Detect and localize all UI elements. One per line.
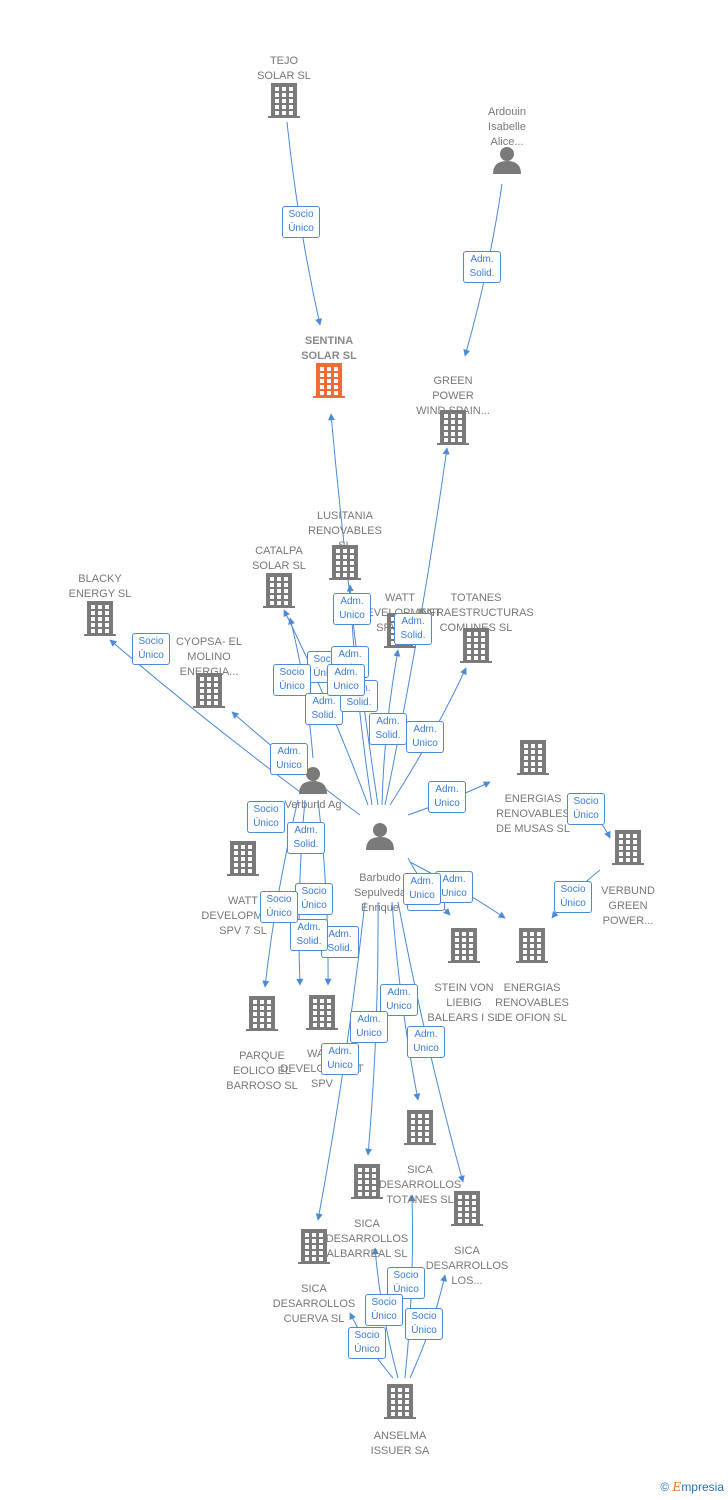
company-icon[interactable] bbox=[246, 996, 278, 1031]
node-label-totanes_inf[interactable]: TOTANES INFRAESTRUCTURAS COMUNES SL bbox=[418, 592, 534, 634]
focus-company-icon[interactable] bbox=[313, 363, 345, 398]
relation-label[interactable]: Socio Único bbox=[365, 1294, 403, 1326]
relation-label[interactable]: Adm. Solid. bbox=[369, 713, 407, 745]
company-icon[interactable] bbox=[193, 673, 225, 708]
node-label-lusitania[interactable]: LUSITANIA RENOVABLES SL bbox=[308, 510, 382, 552]
relation-label-extra[interactable]: Adm. Solid. bbox=[290, 919, 328, 951]
relation-label[interactable]: Socio Único bbox=[387, 1267, 425, 1299]
relation-label[interactable]: Socio Único bbox=[567, 793, 605, 825]
relation-label[interactable]: Socio Único bbox=[348, 1327, 386, 1359]
node-label-sentina[interactable]: SENTINA SOLAR SL bbox=[301, 335, 357, 362]
copyright-symbol: © bbox=[660, 1480, 670, 1494]
relation-label[interactable]: Socio Único bbox=[273, 664, 311, 696]
node-label-parque[interactable]: PARQUE EOLICO EL BARROSO SL bbox=[226, 1050, 298, 1092]
relation-label[interactable]: Adm. Unico bbox=[435, 871, 473, 903]
person-icon[interactable] bbox=[493, 147, 521, 174]
node-label-sica_cue[interactable]: SICA DESARROLLOS CUERVA SL bbox=[272, 1283, 356, 1325]
company-icon[interactable] bbox=[460, 628, 492, 663]
relation-label[interactable]: Adm. Unico bbox=[406, 721, 444, 753]
company-icon[interactable] bbox=[448, 928, 480, 963]
relation-label[interactable]: Adm. Unico bbox=[407, 1026, 445, 1058]
node-label-green[interactable]: GREEN POWER WIND SPAIN... bbox=[416, 375, 490, 417]
node-label-sica_tot[interactable]: SICA DESARROLLOS TOTANES SL bbox=[378, 1164, 462, 1206]
relation-label[interactable]: Adm. Unico bbox=[380, 984, 418, 1016]
node-label-musas[interactable]: ENERGIAS RENOVABLES DE MUSAS SL bbox=[496, 793, 570, 835]
company-icon[interactable] bbox=[351, 1164, 383, 1199]
person-icon[interactable] bbox=[366, 823, 394, 850]
node-label-ardouin[interactable]: Ardouin Isabelle Alice... bbox=[488, 106, 526, 148]
icons-layer bbox=[84, 83, 644, 1419]
node-label-verbund_ag[interactable]: Verbund Ag bbox=[284, 799, 342, 811]
company-icon[interactable] bbox=[516, 928, 548, 963]
node-label-sica_los[interactable]: SICA DESARROLLOS LOS... bbox=[425, 1245, 509, 1287]
company-icon[interactable] bbox=[84, 601, 116, 636]
node-label-blacky[interactable]: BLACKY ENERGY SL bbox=[68, 573, 132, 600]
relation-label[interactable]: Adm. Solid. bbox=[394, 613, 432, 645]
relation-label[interactable]: Socio Único bbox=[554, 881, 592, 913]
node-label-ofion[interactable]: ENERGIAS RENOVABLES DE OFION SL bbox=[495, 982, 569, 1024]
node-label-sica_alb[interactable]: SICA DESARROLLOS ALBARREAL SL bbox=[325, 1218, 409, 1260]
person-icon[interactable] bbox=[299, 767, 327, 794]
node-label-barbudo[interactable]: Barbudo Sepulveda Enrique bbox=[354, 872, 406, 914]
relation-label[interactable]: Adm. Unico bbox=[321, 1043, 359, 1075]
brand-name: mpresia bbox=[681, 1480, 724, 1494]
company-icon[interactable] bbox=[298, 1229, 330, 1264]
relation-label-extra[interactable]: Adm. Unico bbox=[403, 873, 441, 905]
relation-label[interactable]: Adm. Unico bbox=[428, 781, 466, 813]
relation-label[interactable]: Socio Único bbox=[282, 206, 320, 238]
node-label-stein[interactable]: STEIN VON LIEBIG BALEARS I SL bbox=[427, 982, 501, 1024]
company-icon[interactable] bbox=[612, 830, 644, 865]
relation-label[interactable]: Adm. Unico bbox=[350, 1011, 388, 1043]
relation-label-extra[interactable]: Adm. Solid. bbox=[287, 822, 325, 854]
relation-label[interactable]: Adm. Unico bbox=[333, 593, 371, 625]
relation-label[interactable]: Adm. Unico bbox=[270, 743, 308, 775]
relation-label[interactable]: Adm. Solid. bbox=[463, 251, 501, 283]
brand-initial: E bbox=[672, 1480, 682, 1494]
company-icon[interactable] bbox=[263, 573, 295, 608]
company-icon[interactable] bbox=[227, 841, 259, 876]
node-label-catalpa[interactable]: CATALPA SOLAR SL bbox=[252, 545, 306, 572]
relation-label[interactable]: Adm. Solid. bbox=[305, 693, 343, 725]
relation-label[interactable]: Socio Único bbox=[132, 633, 170, 665]
company-icon[interactable] bbox=[437, 410, 469, 445]
company-icon[interactable] bbox=[404, 1110, 436, 1145]
relation-label[interactable]: Socio Único bbox=[295, 883, 333, 915]
company-icon[interactable] bbox=[517, 740, 549, 775]
relation-label[interactable]: Socio Único bbox=[405, 1308, 443, 1340]
relation-label-extra[interactable]: Socio Único bbox=[260, 891, 298, 923]
company-icon[interactable] bbox=[384, 1384, 416, 1419]
company-icon[interactable] bbox=[268, 83, 300, 118]
node-label-anselma[interactable]: ANSELMA ISSUER SA bbox=[370, 1430, 430, 1457]
company-icon[interactable] bbox=[451, 1191, 483, 1226]
company-icon[interactable] bbox=[306, 995, 338, 1030]
company-icon[interactable] bbox=[329, 545, 361, 580]
node-label-cyopsa[interactable]: CYOPSA- EL MOLINO ENERGIA... bbox=[175, 636, 243, 678]
empresia-footer[interactable]: © Empresia bbox=[660, 1480, 724, 1494]
relation-label-extra[interactable]: Adm. Unico bbox=[327, 664, 365, 696]
node-label-tejo[interactable]: TEJO SOLAR SL bbox=[257, 55, 311, 82]
relation-label[interactable]: Socio Único bbox=[247, 801, 285, 833]
node-label-verbund_gp[interactable]: VERBUND GREEN POWER... bbox=[601, 885, 655, 927]
